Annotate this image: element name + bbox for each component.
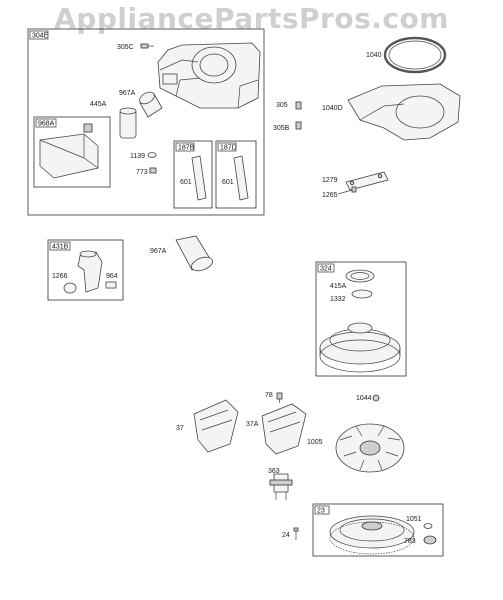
box-324-label: 324 [320,266,332,273]
washer-1139[interactable] [147,152,157,158]
box-304e-frame [27,28,265,216]
guard-37[interactable] [193,399,239,453]
label-1139: 1139 [130,153,145,160]
part-964[interactable] [105,281,117,289]
label-305b: 305B [273,125,290,132]
guard-37a[interactable] [261,403,307,455]
label-305c: 305C [117,44,134,51]
label-1040d: 1040D [322,105,343,112]
group-304e: 304E 305C 967A 445A [27,28,265,216]
label-445a: 445A [90,101,107,108]
box-324-tag [317,263,335,273]
screw-305b[interactable] [295,121,302,130]
label-415a: 415A [330,283,347,290]
label-37a: 37A [246,421,259,428]
screw-305[interactable] [295,101,302,110]
baffle-187b[interactable] [191,155,207,201]
gasket-1266[interactable] [63,282,77,294]
label-1051: 1051 [406,516,422,523]
knob-968a[interactable] [83,123,93,133]
box-187b-label: 187B [178,145,195,152]
tube-967a-top[interactable] [138,90,163,118]
nut-1044[interactable] [372,394,380,402]
label-1266: 1266 [52,273,68,280]
group-324: 324 415A 1332 [315,261,407,377]
box-304e-label: 304E [32,33,49,40]
box-187b-tag [175,142,195,152]
flywheel-ring-gear[interactable] [329,515,415,555]
screw-24[interactable] [293,527,299,540]
box-968a-label: 968A [38,121,55,128]
key-1051[interactable] [423,523,433,529]
air-cleaner-cover[interactable] [39,133,99,179]
box-968a-frame [33,116,111,188]
box-187d-label: 187D [220,145,237,152]
baffle-187d[interactable] [233,155,249,201]
box-23-frame [312,503,444,557]
screw-78[interactable] [276,392,283,403]
label-37: 37 [176,425,184,432]
group-187d: 187D 601 [215,140,257,209]
label-1279: 1279 [322,177,338,184]
label-1040: 1040 [366,52,382,59]
box-304e-tag [29,30,49,40]
box-431b-label: 431B [52,244,69,251]
clip-1332[interactable] [351,289,373,299]
blower-housing[interactable] [157,42,261,109]
screw-1265[interactable] [337,186,357,195]
box-187d-frame [215,140,257,209]
nut-783[interactable] [423,535,437,545]
rotating-screen[interactable] [319,322,401,373]
gasket-1040[interactable] [383,36,447,74]
cap-415a[interactable] [345,269,375,283]
part-773[interactable] [149,167,157,174]
label-1044: 1044 [356,395,372,402]
label-601-a: 601 [180,179,192,186]
screw-305c[interactable] [140,43,154,49]
label-967a-top: 967A [119,90,136,97]
label-967a-mid: 967A [150,248,167,255]
armature-363[interactable] [269,473,293,500]
label-363: 363 [268,468,280,475]
label-964: 964 [106,273,118,280]
box-324-frame [315,261,407,377]
label-1332: 1332 [330,296,346,303]
screen-1040d[interactable] [347,83,461,141]
label-773: 773 [136,169,148,176]
bracket-1279[interactable] [345,171,389,191]
label-78: 78 [265,392,273,399]
tube-967a-mid[interactable] [175,235,214,273]
label-783: 783 [404,538,416,545]
box-187b-frame [173,140,213,209]
label-24: 24 [282,532,290,539]
box-23-tag [314,505,330,515]
box-187d-tag [217,142,237,152]
group-187b: 187B 601 [173,140,213,209]
label-305: 305 [276,102,288,109]
elbow-431b[interactable] [77,250,103,293]
filter-445a[interactable] [119,107,137,139]
box-23-label: 23 [317,508,325,515]
box-431b-frame [47,239,124,301]
label-1265: 1265 [322,192,338,199]
group-431b: 431B 1266 964 [47,239,124,301]
group-23: 23 1051 783 [312,503,444,557]
box-431b-tag [49,241,71,251]
box-968a-tag [35,118,57,128]
flywheel-1005[interactable] [335,423,405,473]
label-1005: 1005 [307,439,323,446]
group-968a: 968A [33,116,111,188]
label-601-b: 601 [222,179,234,186]
